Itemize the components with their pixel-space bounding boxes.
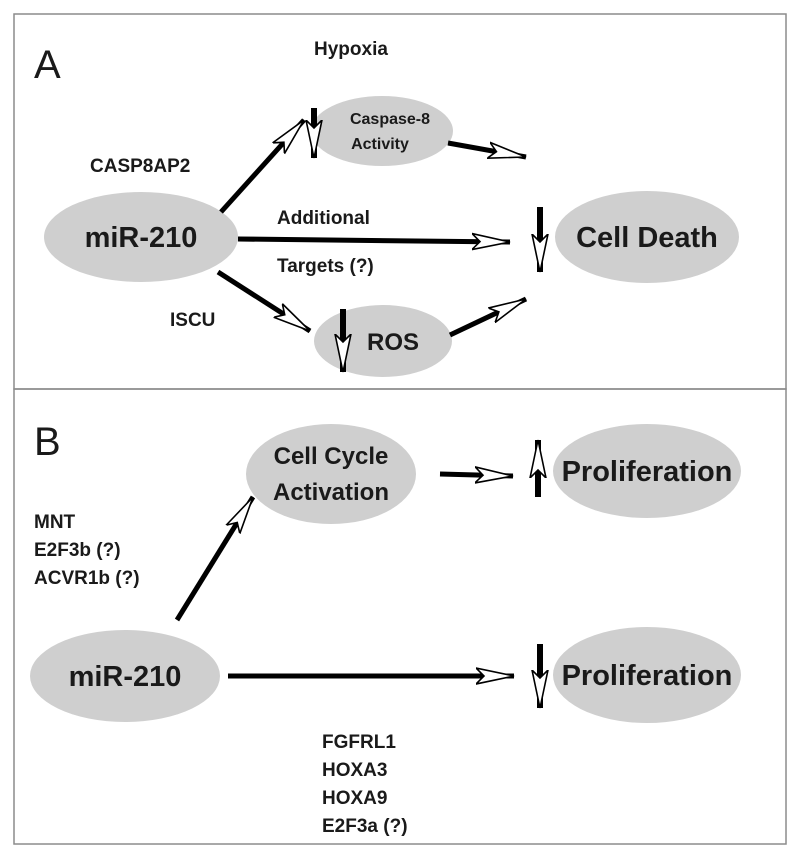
- cell-death-node-label: Cell Death: [576, 222, 718, 254]
- up-target-2: E2F3b (?): [34, 540, 121, 561]
- up-target-1: MNT: [34, 512, 76, 533]
- mir210-node-b: [30, 630, 220, 722]
- arrow-cellcycle-to-proliferation: [439, 474, 513, 476]
- mir210-node-a: [44, 192, 238, 282]
- panel-b-frame: [13, 388, 787, 845]
- up-target-3: ACVR1b (?): [34, 568, 140, 589]
- arrow-mir210-to-ros: [216, 269, 312, 334]
- down-target-2: HOXA3: [322, 760, 387, 781]
- proliferation-up-node: [553, 424, 741, 518]
- mir210-node-b-label: miR-210: [69, 661, 182, 693]
- arrow-ros-to-death: [448, 296, 528, 338]
- additional-targets-label-2: Targets (?): [277, 256, 374, 277]
- caspase8-node-label-2: Activity: [351, 136, 409, 153]
- cell-death-node: [555, 191, 739, 283]
- mir210-node-a-label: miR-210: [85, 222, 198, 254]
- ros-node-label: ROS: [367, 329, 419, 356]
- panel-b-letter: B: [34, 420, 61, 464]
- cell-cycle-node-label-1: Cell Cycle: [274, 443, 389, 470]
- arrow-mir210-to-caspase: [219, 118, 306, 214]
- proliferation-down-node-label: Proliferation: [562, 660, 733, 692]
- iscu-label: ISCU: [170, 310, 215, 331]
- cell-cycle-node-label-2: Activation: [273, 479, 389, 506]
- down-target-1: FGFRL1: [322, 732, 396, 753]
- arrow-mir210-to-cellcycle: [174, 495, 256, 622]
- down-target-3: HOXA9: [322, 788, 387, 809]
- panel-a-letter: A: [34, 43, 61, 87]
- additional-targets-label-1: Additional: [277, 208, 370, 229]
- casp8ap2-label: CASP8AP2: [90, 156, 190, 177]
- caspase8-node: [311, 96, 453, 166]
- hypoxia-header: Hypoxia: [314, 39, 388, 60]
- proliferation-down-node: [553, 627, 741, 723]
- down-target-4: E2F3a (?): [322, 816, 408, 837]
- arrow-caspase-to-death: [447, 140, 527, 160]
- caspase8-node-label-1: Caspase-8: [350, 111, 430, 128]
- arrow-mir210-to-death: [237, 239, 510, 242]
- cell-cycle-node: [246, 424, 416, 524]
- proliferation-up-node-label: Proliferation: [562, 456, 733, 488]
